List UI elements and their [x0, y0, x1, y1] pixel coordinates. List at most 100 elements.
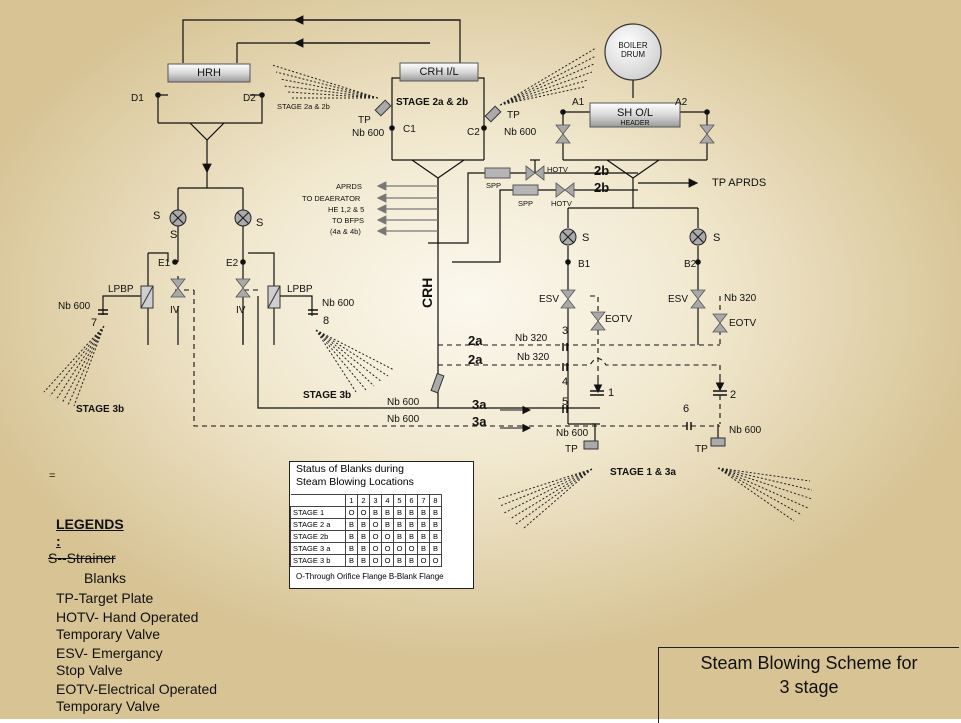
line-3a-label: 3a — [472, 397, 487, 412]
stage-3b-label: STAGE 3b — [303, 390, 352, 401]
legend-heading: LEGENDS — [56, 516, 124, 532]
column-header: 5 — [393, 494, 406, 507]
stage-1-3a-label: STAGE 1 & 3a — [610, 467, 676, 478]
tp-label: TP — [507, 110, 520, 121]
lpbp-label: LPBP — [287, 284, 313, 295]
crh-label: CRH — [419, 277, 435, 308]
column-header: 8 — [429, 494, 442, 507]
lpbp-label: LPBP — [108, 284, 134, 295]
strainer-s-label: S — [713, 232, 721, 244]
stage-2a2b-label: STAGE 2a & 2b — [396, 97, 469, 108]
location-2: 2 — [730, 389, 737, 401]
location-6: 6 — [683, 403, 690, 415]
target-plate-icon — [710, 437, 726, 447]
legend-item: Temporary Valve — [56, 698, 161, 714]
legend-item: EOTV-Electrical Operated — [56, 681, 218, 697]
nb320-label: Nb 320 — [515, 333, 548, 344]
nb320-label: Nb 320 — [517, 352, 550, 363]
tp-label: TP — [695, 444, 708, 455]
branch-outlet-label: HE 1,2 & 5 — [328, 205, 365, 214]
line-2b-label: 2b — [594, 180, 610, 195]
column-header: 3 — [369, 494, 382, 507]
legend-item: TP-Target Plate — [56, 590, 154, 606]
equals-mark: = — [49, 470, 56, 482]
target-plate-icon — [583, 440, 599, 450]
tp-aprds-label: TP APRDS — [712, 177, 767, 189]
strainer-icon — [559, 228, 577, 246]
spp-label: SPP — [486, 181, 502, 190]
strainer-s-label: S — [256, 217, 264, 229]
point-e1: E1 — [158, 258, 171, 269]
title-line-2: 3 stage — [779, 677, 839, 697]
eotv-label: EOTV — [729, 318, 757, 329]
nb600-label: Nb 600 — [556, 428, 589, 439]
iv-label: IV — [170, 305, 180, 316]
location-8: 8 — [323, 315, 330, 327]
point-d2: D2 — [243, 93, 256, 104]
location-7: 7 — [91, 317, 98, 329]
dashed-lines — [175, 289, 721, 427]
orifice-box — [430, 372, 445, 394]
legend: LEGENDS : S--Strainer Blanks TP-Target P… — [48, 516, 218, 715]
legend-item: Temporary Valve — [56, 626, 161, 642]
stage-2a2b-small-label: STAGE 2a & 2b — [277, 102, 330, 111]
branch-outlet-label: APRDS — [336, 182, 362, 191]
target-plate-icon — [374, 99, 392, 117]
line-3a-label: 3a — [472, 414, 487, 429]
nb600-label: Nb 600 — [387, 414, 420, 425]
column-header: 1 — [345, 494, 358, 507]
crh-il-label: CRH I/L — [419, 66, 459, 78]
column-header: 7 — [417, 494, 430, 507]
line-2a-label: 2a — [468, 352, 483, 367]
tp-label: TP — [565, 444, 578, 455]
eotv-label: EOTV — [605, 314, 633, 325]
location-3: 3 — [562, 325, 569, 337]
hotv-label: HOTV — [551, 199, 572, 208]
line-2a-label: 2a — [468, 333, 483, 348]
flange-icons — [98, 309, 727, 430]
stage-3b-label: STAGE 3b — [76, 404, 125, 415]
iv-label: IV — [236, 305, 246, 316]
steam-jet — [271, 64, 379, 99]
hrh-header — [167, 63, 251, 83]
legend-item: ESV- Emergancy — [56, 645, 163, 661]
spp-box — [512, 184, 539, 196]
sh-header-label: HEADER — [620, 120, 650, 127]
strainer-s-label: S — [170, 229, 178, 241]
strainer-icon — [169, 209, 187, 227]
point-c1: C1 — [403, 124, 416, 135]
steam-jet — [497, 468, 593, 529]
valve-icons — [170, 124, 728, 333]
legend-item: HOTV- Hand Operated — [56, 609, 199, 625]
nb600-label: Nb 600 — [504, 127, 537, 138]
nb600-label: Nb 600 — [58, 301, 91, 312]
column-header: 4 — [381, 494, 394, 507]
nb600-label: Nb 600 — [387, 397, 420, 408]
column-header: 6 — [405, 494, 418, 507]
esv-label: ESV — [539, 294, 560, 305]
target-plate-icon — [484, 105, 502, 123]
steam-jet — [315, 329, 395, 393]
steam-jet — [499, 47, 597, 106]
nb600-label: Nb 600 — [322, 298, 355, 309]
boiler-drum — [604, 23, 662, 81]
esv-label: ESV — [668, 294, 689, 305]
legend-item: Stop Valve — [56, 662, 123, 678]
legend-colon: : — [56, 533, 61, 549]
point-b2: B2 — [684, 259, 697, 270]
point-e2: E2 — [226, 258, 239, 269]
title-line-1: Steam Blowing Scheme for — [700, 653, 918, 673]
sh-ol-label: SH O/L — [616, 107, 654, 119]
location-1: 1 — [608, 387, 615, 399]
strainer-s-label: S — [582, 232, 590, 244]
nb600-label: Nb 600 — [729, 425, 762, 436]
legend-item: S--Strainer — [48, 550, 116, 566]
